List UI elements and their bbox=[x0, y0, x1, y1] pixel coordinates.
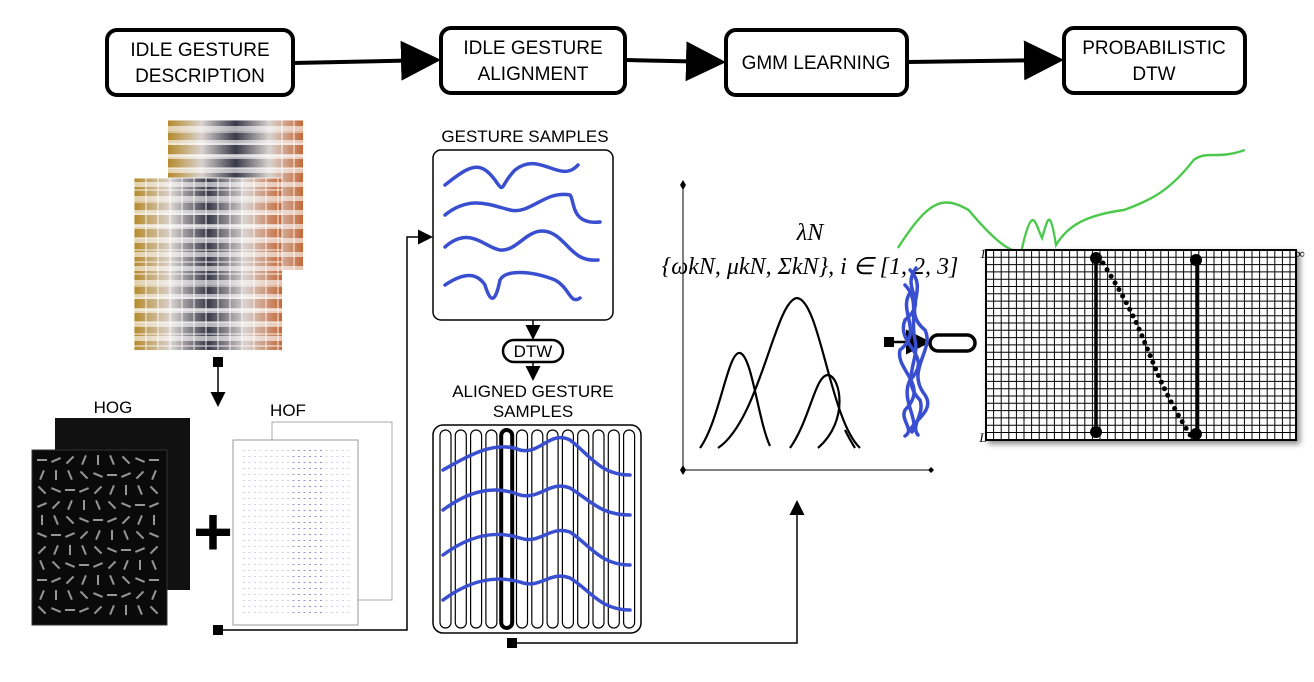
model-sample-curves bbox=[897, 266, 930, 438]
hof-label: HOF bbox=[270, 401, 306, 420]
connector-node bbox=[213, 625, 223, 635]
step-label: IDLE GESTURE bbox=[463, 38, 602, 59]
connector-node bbox=[507, 638, 517, 648]
model-capsule bbox=[928, 333, 977, 353]
step-label: IDLE GESTURE bbox=[130, 40, 269, 61]
step-label: DESCRIPTION bbox=[135, 66, 265, 87]
alignment-endpoint bbox=[1190, 428, 1202, 440]
pipeline-step-gmm: GMM LEARNING bbox=[724, 28, 909, 97]
gesture-samples-title: GESTURE SAMPLES bbox=[441, 127, 608, 146]
step-label: ALIGNMENT bbox=[478, 64, 589, 85]
connector-arrow bbox=[223, 229, 433, 631]
pipeline-step-alignment: IDLE GESTURE ALIGNMENT bbox=[439, 26, 627, 95]
connector-node bbox=[213, 357, 223, 367]
grid-right-label: ∞ bbox=[1295, 246, 1304, 261]
aligned-title: ALIGNED GESTURE bbox=[452, 382, 614, 401]
gaussian-component bbox=[789, 373, 856, 449]
gaussian-component bbox=[699, 351, 771, 449]
step-label: DTW bbox=[1132, 64, 1175, 85]
alignment-slots bbox=[439, 428, 636, 630]
connector-node bbox=[884, 337, 894, 347]
pipeline-arrows bbox=[292, 40, 1064, 82]
observed-sequence-curve bbox=[896, 148, 1246, 253]
gmm-parameters-label: {ωkN, μkN, ΣkN}, i ∈ [1, 2, 3] bbox=[662, 254, 959, 280]
pipeline-step-description: IDLE GESTURE DESCRIPTION bbox=[105, 28, 295, 97]
aligned-title: SAMPLES bbox=[493, 402, 573, 421]
grid-bottom-label: L bbox=[978, 430, 986, 445]
plus-sign: + bbox=[193, 494, 233, 570]
video-frames bbox=[133, 119, 303, 350]
gmm-lambda-label: λN bbox=[796, 220, 825, 246]
alignment-endpoint bbox=[1090, 252, 1102, 264]
warping-path bbox=[1100, 260, 1193, 438]
hog-images: HOG bbox=[31, 398, 190, 626]
aligned-samples-box bbox=[432, 424, 642, 634]
hof-plots: HOF bbox=[232, 401, 393, 626]
gmm-plot: λN {ωkN, μkN, ΣkN}, i ∈ [1, 2, 3] bbox=[662, 180, 959, 475]
step-label: PROBABILISTIC bbox=[1082, 38, 1226, 59]
gaussian-component bbox=[717, 296, 861, 449]
grid-top-label: 1 bbox=[980, 246, 987, 261]
aligned-sample-curves bbox=[441, 436, 632, 612]
alignment-endpoint bbox=[1090, 426, 1102, 438]
alignment-endpoint bbox=[1190, 254, 1202, 266]
hog-label: HOG bbox=[94, 398, 133, 417]
dtw-label: DTW bbox=[514, 342, 553, 361]
pipeline-step-probabilistic-dtw: PROBABILISTIC DTW bbox=[1062, 26, 1247, 95]
gesture-sample-curves bbox=[443, 161, 602, 302]
connector-arrow bbox=[517, 500, 805, 644]
dtw-grid: 1 L ∞ bbox=[978, 246, 1304, 445]
step-label: GMM LEARNING bbox=[742, 53, 891, 74]
